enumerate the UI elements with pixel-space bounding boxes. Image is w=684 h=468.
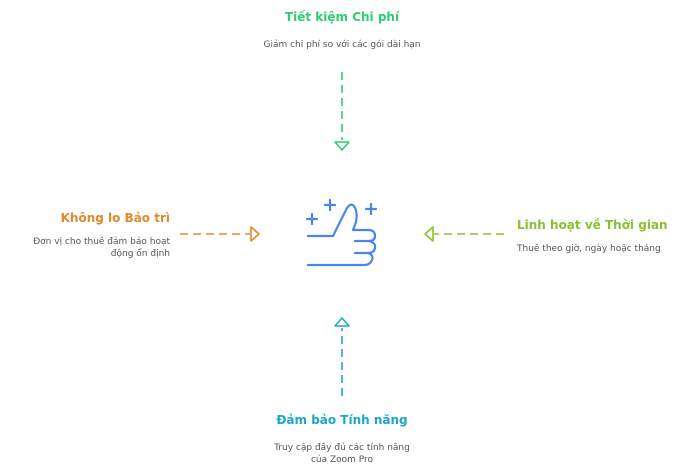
node-left-description: Đơn vị cho thuê đảm bảo hoạt động ổn địn… [33,237,170,259]
node-left-title: Không lo Bảo trì [60,211,170,225]
node-right-title: Linh hoạt về Thời gian [517,218,668,232]
node-right: Linh hoạt về Thời gian Thuê theo giờ, ng… [517,218,677,255]
thumbs-up-icon [305,198,378,267]
node-bottom-title: Đảm bảo Tính năng [276,413,408,427]
node-right-description: Thuê theo giờ, ngày hoặc tháng [517,244,661,254]
top-arrow [334,72,350,151]
node-left: Không lo Bảo trì Đơn vị cho thuê đảm bảo… [18,211,170,260]
node-top: Tiết kiệm Chi phí Giảm chi phí so với cá… [252,10,432,51]
node-top-description: Giảm chi phí so với các gói dài hạn [263,40,421,50]
node-top-title: Tiết kiệm Chi phí [284,10,400,24]
left-arrow [180,226,260,242]
node-bottom-description: Truy cập đầy đủ các tính năng của Zoom P… [274,443,410,465]
bottom-arrow [334,317,350,396]
node-bottom: Đảm bảo Tính năng Truy cập đầy đủ các tí… [252,413,432,466]
right-arrow [424,226,504,242]
